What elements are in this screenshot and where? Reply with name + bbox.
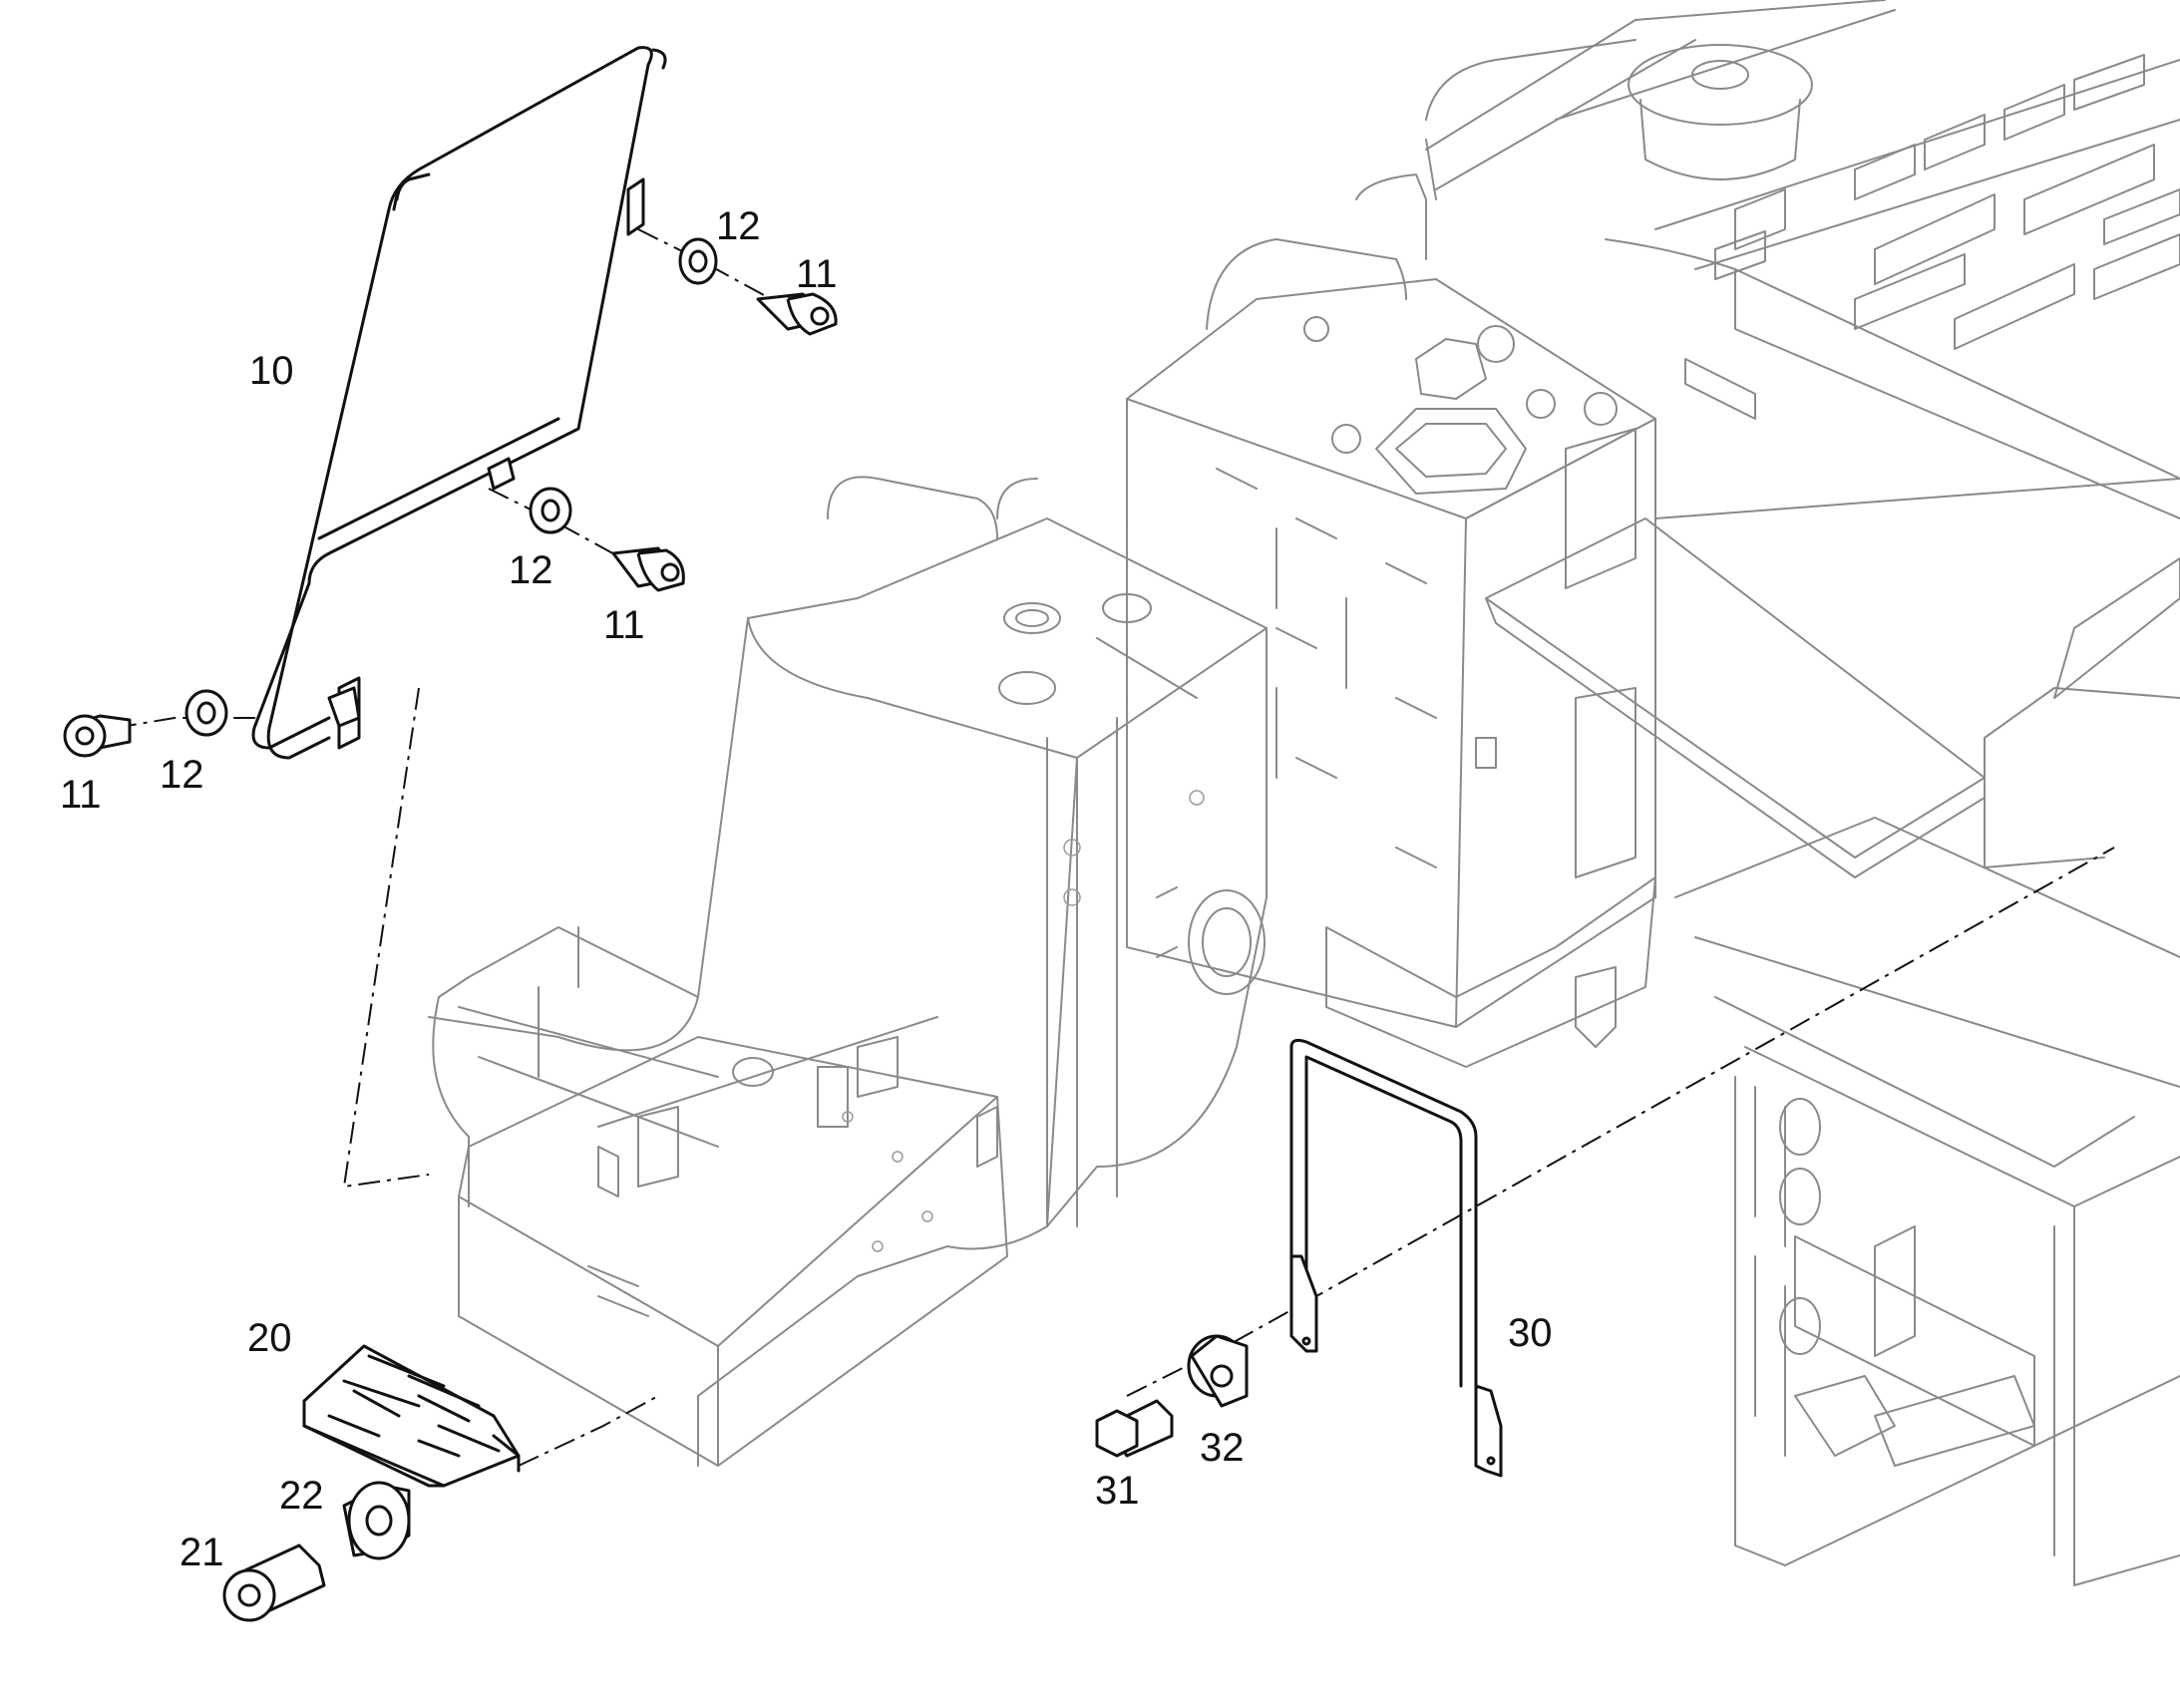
- fastener-set-left: [63, 689, 228, 758]
- callout-22: 22: [279, 1474, 324, 1518]
- fastener-set-top: [678, 237, 838, 336]
- washer-12-left: [184, 689, 228, 737]
- callout-20: 20: [247, 1316, 292, 1360]
- grab-handle-part-30: [1289, 1038, 1503, 1478]
- machine-body-ghost: [1126, 0, 2180, 1586]
- callout-10: 10: [249, 349, 294, 393]
- callout-21: 21: [180, 1531, 224, 1574]
- callout-32: 32: [1200, 1426, 1245, 1470]
- callout-11-middle: 11: [603, 603, 645, 647]
- callout-11-left: 11: [60, 773, 102, 817]
- fastener-set-middle: [529, 487, 685, 592]
- fastener-set-step: [222, 1481, 411, 1622]
- callout-11-top: 11: [796, 252, 838, 296]
- leader-30: [1126, 847, 2115, 1397]
- washer-12-middle: [529, 487, 572, 534]
- leader-10-frame: [342, 687, 430, 1189]
- step-plate-part-20: [302, 1344, 521, 1488]
- fastener-set-handle: [1095, 1334, 1249, 1458]
- callout-12-top: 12: [716, 204, 761, 248]
- callout-12-left: 12: [160, 753, 204, 797]
- callout-labels: 10 12 11 12 11 11 12 20 22 21 30 32 31: [60, 204, 1553, 1574]
- handrail-frame-part-10: [251, 46, 667, 760]
- washer-12-top: [678, 237, 718, 285]
- callout-31: 31: [1095, 1469, 1140, 1513]
- leader-20: [518, 1395, 659, 1467]
- operator-frame-ghost: [428, 476, 1268, 1467]
- leader-10-bottom: [114, 717, 259, 729]
- callout-30: 30: [1508, 1311, 1553, 1355]
- callout-12-middle: 12: [509, 548, 553, 592]
